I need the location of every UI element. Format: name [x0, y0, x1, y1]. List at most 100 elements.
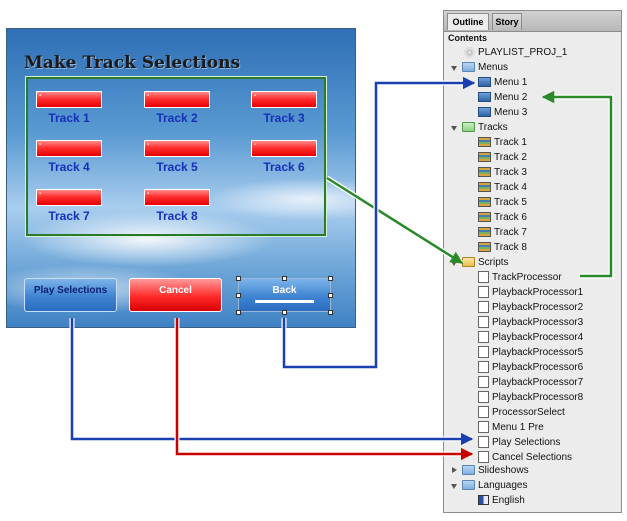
tree-item-script[interactable]: Play Selections — [478, 435, 560, 450]
cancel-button[interactable]: Cancel — [129, 278, 222, 312]
tree-item-script[interactable]: PlaybackProcessor5 — [478, 345, 583, 360]
script-icon — [478, 346, 489, 359]
tree-item-slideshows[interactable]: Slideshows — [462, 463, 529, 478]
selection-handle[interactable] — [282, 276, 287, 281]
tree-item-label: Scripts — [478, 257, 509, 268]
tree-item-script[interactable]: PlaybackProcessor1 — [478, 285, 583, 300]
green-arrow-trackprocessor-to-menu2 — [543, 94, 614, 279]
selection-handle[interactable] — [236, 276, 241, 281]
track-8-button[interactable]: ▪ — [144, 189, 210, 206]
track-1-label: Track 1 — [48, 111, 90, 125]
menu-icon — [478, 77, 491, 88]
disclosure-triangle-open[interactable] — [451, 66, 457, 71]
tree-item-tracks[interactable]: Tracks — [462, 120, 508, 135]
tree-item-label: PlaybackProcessor7 — [492, 377, 584, 388]
tree-item-label: Tracks — [478, 122, 508, 133]
track-3-button[interactable]: ▪ — [251, 91, 317, 108]
tree-item-track-3[interactable]: Track 3 — [478, 165, 527, 180]
play-selections-button[interactable]: Play Selections — [24, 278, 117, 312]
tree-item-project[interactable]: PLAYLIST_PROJ_1 — [464, 45, 567, 60]
track-2-button[interactable]: ▪ — [144, 91, 210, 108]
tree-item-label: PlaybackProcessor1 — [492, 287, 584, 298]
disclosure-triangle-closed[interactable] — [452, 467, 457, 473]
tree-item-label: Languages — [478, 480, 528, 491]
tree-item-label: English — [492, 495, 525, 506]
button-glyph: ▪ — [147, 93, 150, 99]
menu-title: Make Track Selections — [24, 53, 241, 73]
tab-story[interactable]: Story — [492, 13, 522, 30]
script-icon — [478, 451, 489, 464]
track-selection-frame — [25, 76, 327, 237]
track-icon — [478, 137, 491, 148]
tree-item-script[interactable]: PlaybackProcessor3 — [478, 315, 583, 330]
tree-item-label: Menu 3 — [494, 107, 528, 118]
tree-item-label: Track 8 — [494, 242, 527, 253]
tree-item-track-2[interactable]: Track 2 — [478, 150, 527, 165]
button-glyph: ▪ — [254, 142, 257, 148]
tree-item-script[interactable]: Cancel Selections — [478, 450, 572, 465]
track-5-button[interactable]: ▪ — [144, 140, 210, 157]
button-glyph: ▪ — [254, 93, 257, 99]
track-4-label: Track 4 — [48, 160, 90, 174]
tree-item-english[interactable]: English — [478, 493, 525, 508]
track-7-button[interactable]: ▪ — [36, 189, 102, 206]
track-icon — [478, 182, 491, 193]
track-4-button[interactable]: ▪ — [36, 140, 102, 157]
tree-item-menu-2[interactable]: Menu 2 — [478, 90, 527, 105]
selection-handle[interactable] — [328, 276, 333, 281]
tree-item-track-1[interactable]: Track 1 — [478, 135, 527, 150]
back-button-underline — [255, 300, 314, 303]
disclosure-triangle-open[interactable] — [451, 126, 457, 131]
track-8-label: Track 8 — [156, 209, 198, 223]
disclosure-triangle-open[interactable] — [451, 484, 457, 489]
script-icon — [478, 316, 489, 329]
tree-item-script[interactable]: PlaybackProcessor4 — [478, 330, 583, 345]
tree-item-menu-3[interactable]: Menu 3 — [478, 105, 527, 120]
button-glyph: ▪ — [39, 93, 42, 99]
selection-handle[interactable] — [236, 310, 241, 315]
tree-item-track-5[interactable]: Track 5 — [478, 195, 527, 210]
track-6-button[interactable]: ▪ — [251, 140, 317, 157]
tree-item-script[interactable]: PlaybackProcessor6 — [478, 360, 583, 375]
selection-handle[interactable] — [236, 293, 241, 298]
tree-item-script[interactable]: TrackProcessor — [478, 270, 562, 285]
selection-handle[interactable] — [328, 293, 333, 298]
tree-item-label: TrackProcessor — [492, 272, 562, 283]
tree-item-script[interactable]: ProcessorSelect — [478, 405, 565, 420]
tab-outline[interactable]: Outline — [447, 13, 489, 30]
track-icon — [478, 197, 491, 208]
track-1-button[interactable]: ▪ — [36, 91, 102, 108]
track-2-label: Track 2 — [156, 111, 198, 125]
tree-item-track-4[interactable]: Track 4 — [478, 180, 527, 195]
tree-item-label: Menu 2 — [494, 92, 528, 103]
tree-item-label: Track 2 — [494, 152, 527, 163]
tree-item-label: Track 7 — [494, 227, 527, 238]
tree-item-track-6[interactable]: Track 6 — [478, 210, 527, 225]
tree-item-label: ProcessorSelect — [492, 407, 565, 418]
script-icon — [478, 406, 489, 419]
script-icon — [478, 331, 489, 344]
folder-icon — [462, 480, 475, 491]
tree-item-menus[interactable]: Menus — [462, 60, 508, 75]
tree-item-menu-1[interactable]: Menu 1 — [478, 75, 527, 90]
selection-handle[interactable] — [282, 310, 287, 315]
tree-item-languages[interactable]: Languages — [462, 478, 528, 493]
blue-arrow-back-to-menu1 — [281, 80, 474, 370]
tree-item-track-7[interactable]: Track 7 — [478, 225, 527, 240]
track-icon — [478, 212, 491, 223]
tree-item-label: Cancel Selections — [492, 452, 573, 463]
disc-icon — [464, 46, 475, 58]
selection-handle[interactable] — [328, 310, 333, 315]
button-glyph: ▪ — [147, 142, 150, 148]
tree-item-track-8[interactable]: Track 8 — [478, 240, 527, 255]
flag-icon — [478, 495, 489, 506]
tree-item-script[interactable]: PlaybackProcessor2 — [478, 300, 583, 315]
tree-item-script[interactable]: PlaybackProcessor8 — [478, 390, 583, 405]
script-icon — [478, 421, 489, 434]
tree-item-label: Track 5 — [494, 197, 527, 208]
tree-item-label: Track 1 — [494, 137, 527, 148]
tree-item-script[interactable]: Menu 1 Pre — [478, 420, 544, 435]
tree-item-label: Track 6 — [494, 212, 527, 223]
tree-item-script[interactable]: PlaybackProcessor7 — [478, 375, 583, 390]
